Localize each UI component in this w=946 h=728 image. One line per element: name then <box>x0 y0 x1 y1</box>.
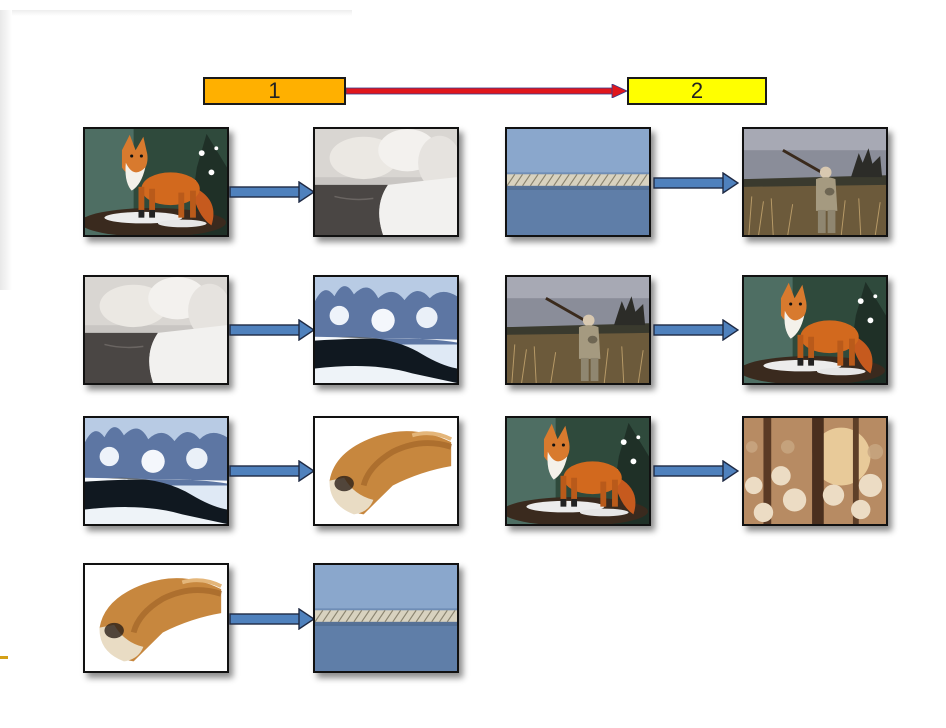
flow-arrow <box>229 460 315 482</box>
image-winter-forest-sunlight <box>742 416 888 526</box>
stage-1-box: 1 <box>203 77 346 105</box>
image-rope <box>313 563 459 673</box>
flow-arrow <box>229 181 315 203</box>
flow-arrow <box>653 460 739 482</box>
image-hunter-with-rifle <box>742 127 888 237</box>
stage-2-box: 2 <box>627 77 767 105</box>
image-fox-tail <box>313 416 459 526</box>
flow-arrow <box>653 319 739 341</box>
slide-top-edge <box>12 10 352 16</box>
image-snowy-river-forest <box>313 275 459 385</box>
image-rope <box>505 127 651 237</box>
image-foggy-winter-river <box>83 275 229 385</box>
image-fox <box>83 127 229 237</box>
image-foggy-winter-river <box>313 127 459 237</box>
flow-arrow <box>229 608 315 630</box>
accent-dash <box>0 656 8 659</box>
slide-left-edge <box>0 10 12 290</box>
image-hunter-with-rifle <box>505 275 651 385</box>
flow-arrow <box>229 319 315 341</box>
image-snowy-river-forest <box>83 416 229 526</box>
image-fox-tail <box>83 563 229 673</box>
image-fox <box>742 275 888 385</box>
stage-timeline-arrow <box>346 84 627 98</box>
flow-arrow <box>653 172 739 194</box>
image-fox <box>505 416 651 526</box>
